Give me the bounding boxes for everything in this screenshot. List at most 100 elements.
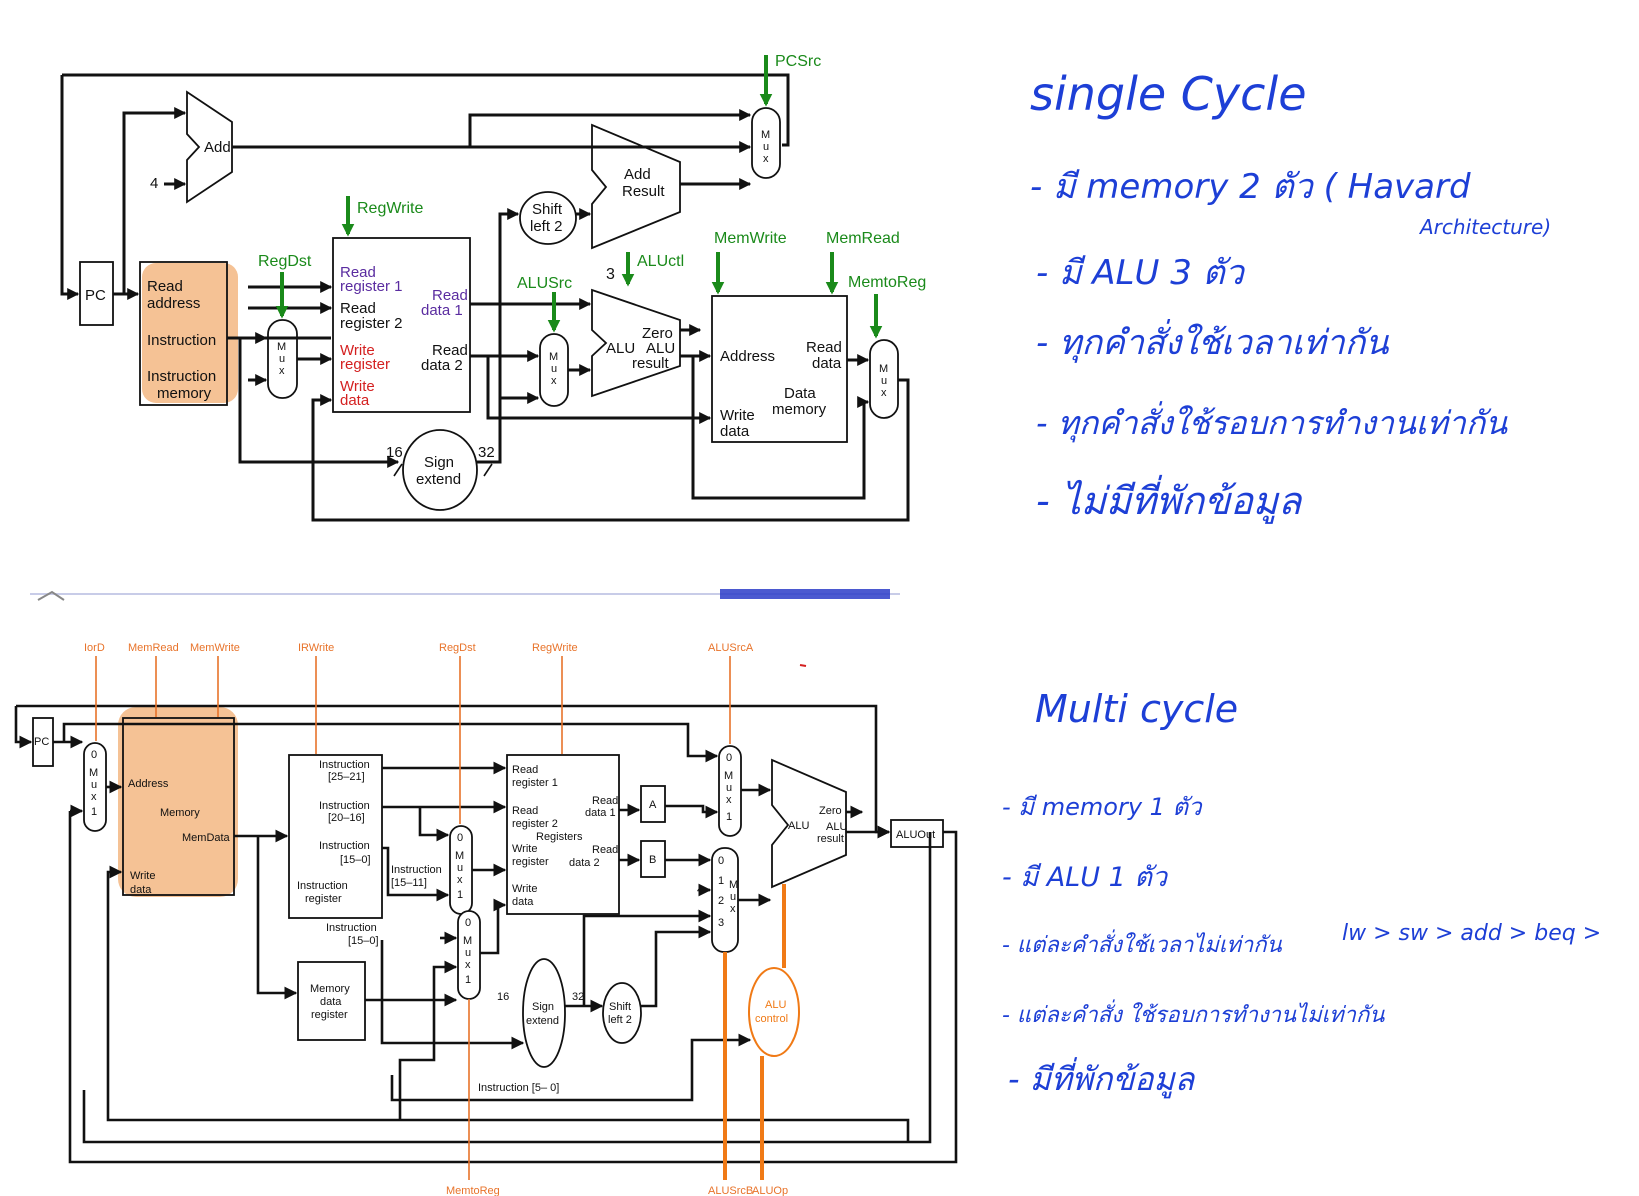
alu-result-label: ALU [646,340,675,357]
mc-reg-r1a: Read [512,764,538,776]
branch-adder-add-label: Add [624,166,651,183]
alusrcb-label: ALUSrcB [708,1185,753,1196]
alu-zero-label: Zero [642,325,673,342]
memory-data-register [297,961,366,1041]
memread-label: MemRead [826,230,900,247]
data-memory [711,295,848,443]
note-single-line5: - ไม่มีที่พักข้อมูล [1036,474,1303,524]
imem-memory-label: memory [157,385,212,402]
bus-slash-32 [483,463,493,477]
branch-adder [591,123,681,250]
mc-reg-wrb: register [512,856,549,868]
aluop-label: ALUOp [752,1185,788,1196]
width-16-label: 16 [386,444,403,461]
iord-mux-1: 1 [91,806,97,818]
imem-read-label: Read [147,278,183,295]
reg-register2-label: register 2 [340,315,403,332]
dmem-name-label: Data [784,385,816,402]
reg-rd1-label: Read [432,287,468,304]
ir-2016-b: [20–16] [328,812,365,824]
mc-shift-label: Shift [609,1001,631,1013]
alu-result2-label: result [632,355,670,372]
imem-address-label: address [147,295,200,312]
note-single-line4: - ทุกคำสั่งใช้รอบการทำงานเท่ากัน [1036,401,1508,443]
memwrite-label: MemWrite [714,230,787,247]
dmem-read-label: Read [806,339,842,356]
alusrca-mux-u: u [726,782,732,794]
mc-mem-address: Address [128,778,169,790]
mc-shift-left2-label: left 2 [608,1014,632,1026]
instr-50-label: Instruction [5– 0] [478,1082,559,1094]
mc-reg-wda: Write [512,883,537,895]
ir-1511-b: [15–11] [391,877,427,889]
sign-label: Sign [424,454,454,471]
single-cycle-wires [60,73,910,522]
note-multi-line2: - มี ALU 1 ตัว [1002,862,1169,893]
mc-extend-label: extend [526,1015,559,1027]
mc-mem-data: MemData [182,832,231,844]
alusrc-mux-label-m: M [549,351,558,363]
aluctl-label: ALUctl [637,253,684,270]
reg-register1-label: register 1 [340,278,403,295]
memtoreg-mux-u: u [465,947,471,959]
shift-left-2 [519,191,577,245]
irwrite-label: IRWrite [298,642,334,654]
regdst-mux-x: x [457,874,463,886]
reg-read2-label: Read [340,300,376,317]
note-single-line2: - มี ALU 3 ตัว [1036,253,1246,293]
imem-instruction-label: Instruction [147,332,216,349]
mc-shift-left-2 [602,982,642,1044]
note-single-line1: - มี memory 2 ตัว ( Havard [1030,167,1471,207]
alusrc-mux-label-u: u [551,363,557,375]
sign-extend [402,429,478,511]
reg-data-label: data [340,392,370,409]
mdr-2: data [320,996,342,1008]
pc-adder-label: Add [204,139,231,156]
reg-read1-label: Read [340,264,376,281]
mc-memtoreg-label: MemtoReg [446,1185,500,1196]
mc-reg-r2b: register 2 [512,818,558,830]
pcsrc-mux-label-u: u [763,141,769,153]
regdst-mux-label-u: u [279,353,285,365]
alusrc-label: ALUSrc [517,275,572,292]
multi-cycle-datapath: PC Address Memory MemData Write data Ins… [14,642,958,1196]
mdr-3: register [311,1009,348,1021]
reg-wdata-label: Write [340,378,375,395]
aluout-label: ALUOut [896,829,935,841]
register-b-label: B [649,854,656,866]
multi-cycle-control-lines [95,656,807,1180]
pc-adder [186,90,233,204]
mdr-1: Memory [310,983,350,995]
memtoreg-mux-x: x [465,959,471,971]
iord-label: IorD [84,642,105,654]
mc-reg-rd1b: data 1 [585,807,616,819]
memtoreg-mux-0: 0 [465,917,471,929]
regdst-mux-1: 1 [457,889,463,901]
mc-reg-wdb: data [512,896,534,908]
alusrca-mux-1: 1 [726,811,732,823]
width-32-label: 32 [478,444,495,461]
mc-memwrite-label: MemWrite [190,642,240,654]
regwrite-label: RegWrite [357,200,423,217]
mc-mem-name: Memory [160,807,200,819]
mc-alu-result2: result [817,833,844,845]
bus-slash-16 [393,463,403,477]
mc-w16: 16 [497,991,509,1003]
imem-name-label: Instruction [147,368,216,385]
alusrca-label: ALUSrcA [708,642,754,654]
highlight-instruction-memory [142,263,238,403]
mc-register-file [506,754,620,915]
mc-regdst-label: RegDst [439,642,476,654]
reg-rd2-label: Read [432,342,468,359]
reg-data2-label: data 2 [421,357,463,374]
register-file [332,237,471,413]
ir-name-2: register [305,893,342,905]
memtoreg-label: MemtoReg [848,274,926,291]
shift-left2-label: left 2 [530,218,563,235]
aluctl-width-label: 3 [606,266,615,283]
note-single-title: single Cycle [1030,67,1307,121]
note-multi-line1: - มี memory 1 ตัว [1002,793,1203,821]
dmem-data-label: data [812,355,842,372]
alusrca-mux-0: 0 [726,752,732,764]
